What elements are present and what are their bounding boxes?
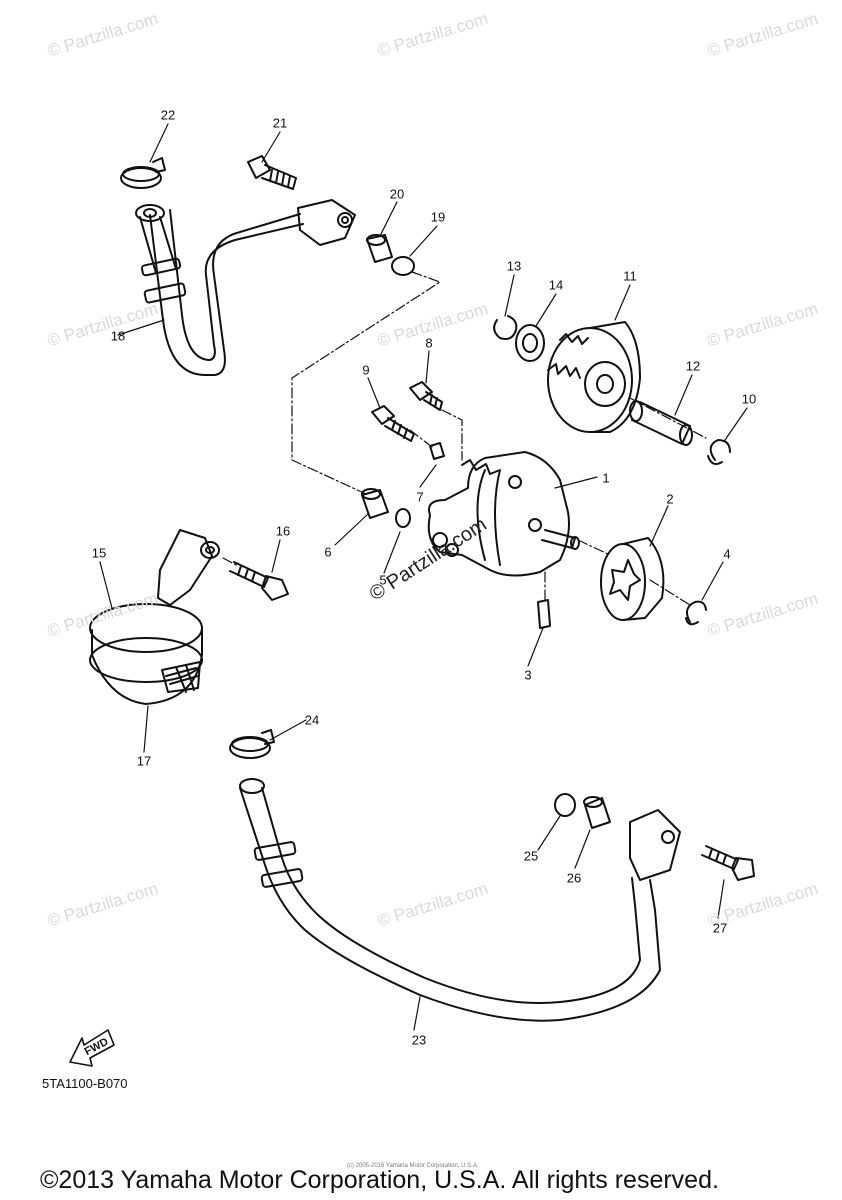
callout-13[interactable]: 13	[506, 258, 522, 274]
union-bolt-16	[229, 561, 289, 601]
oil-strainer	[89, 529, 220, 705]
diagram-code: 5TA1100-B070	[42, 1076, 128, 1091]
callout-2[interactable]: 2	[666, 491, 674, 507]
fwd-arrow-icon	[69, 1029, 115, 1067]
collar-26	[583, 796, 611, 829]
callout-11[interactable]: 11	[623, 268, 637, 284]
callout-24[interactable]: 24	[304, 712, 320, 728]
hose-clamp-lower	[229, 729, 275, 759]
callout-12[interactable]: 12	[685, 358, 701, 374]
callout-27[interactable]: 27	[712, 920, 728, 936]
bolt-9	[371, 405, 415, 442]
circlip-13	[493, 315, 518, 340]
dowel-pin-7	[429, 442, 445, 460]
callout-10[interactable]: 10	[741, 391, 757, 407]
lower-oil-pipe	[239, 778, 681, 1022]
union-bolt-upper	[247, 155, 297, 190]
bolt-8	[409, 381, 443, 411]
callout-22[interactable]: 22	[160, 107, 176, 123]
callout-7[interactable]: 7	[416, 489, 424, 505]
callout-25[interactable]: 25	[523, 848, 539, 864]
assembly-lines	[222, 271, 707, 606]
callout-9[interactable]: 9	[362, 362, 370, 378]
washer-14	[515, 324, 545, 362]
shaft-12	[629, 400, 693, 446]
drive-gear-11	[547, 321, 641, 433]
callout-18[interactable]: 18	[110, 328, 126, 344]
callout-17[interactable]: 17	[136, 753, 152, 769]
callout-23[interactable]: 23	[411, 1032, 427, 1048]
small-copyright: (c) 2005-2016 Yamaha Motor Corporation, …	[347, 1163, 479, 1169]
o-ring-5	[395, 508, 411, 528]
pump-rotor-2	[600, 537, 665, 621]
callout-3[interactable]: 3	[524, 667, 532, 683]
callout-26[interactable]: 26	[566, 870, 582, 886]
callout-8[interactable]: 8	[425, 335, 433, 351]
circlip-10	[707, 439, 731, 465]
callout-16[interactable]: 16	[275, 523, 291, 539]
callout-19[interactable]: 19	[430, 209, 446, 225]
callout-14[interactable]: 14	[548, 277, 564, 293]
circlip-4	[685, 600, 707, 626]
oil-pump-body	[427, 451, 580, 577]
leader-lines	[99, 123, 748, 1031]
o-ring-25	[554, 793, 576, 817]
callout-21[interactable]: 21	[272, 115, 288, 131]
callout-1[interactable]: 1	[602, 470, 610, 486]
hose-clamp-upper	[120, 157, 166, 189]
callout-20[interactable]: 20	[389, 186, 405, 202]
callout-5[interactable]: 5	[379, 572, 387, 588]
copyright-footer: ©2013 Yamaha Motor Corporation, U.S.A. A…	[40, 1166, 719, 1194]
callout-6[interactable]: 6	[324, 544, 332, 560]
union-bolt-27	[701, 845, 755, 881]
callout-4[interactable]: 4	[723, 546, 731, 562]
collar-6	[361, 488, 389, 519]
collar-20	[366, 234, 393, 263]
upper-oil-pipe	[135, 199, 356, 376]
o-ring-19	[391, 256, 415, 276]
pin-3	[537, 599, 551, 629]
callout-15[interactable]: 15	[91, 545, 107, 561]
